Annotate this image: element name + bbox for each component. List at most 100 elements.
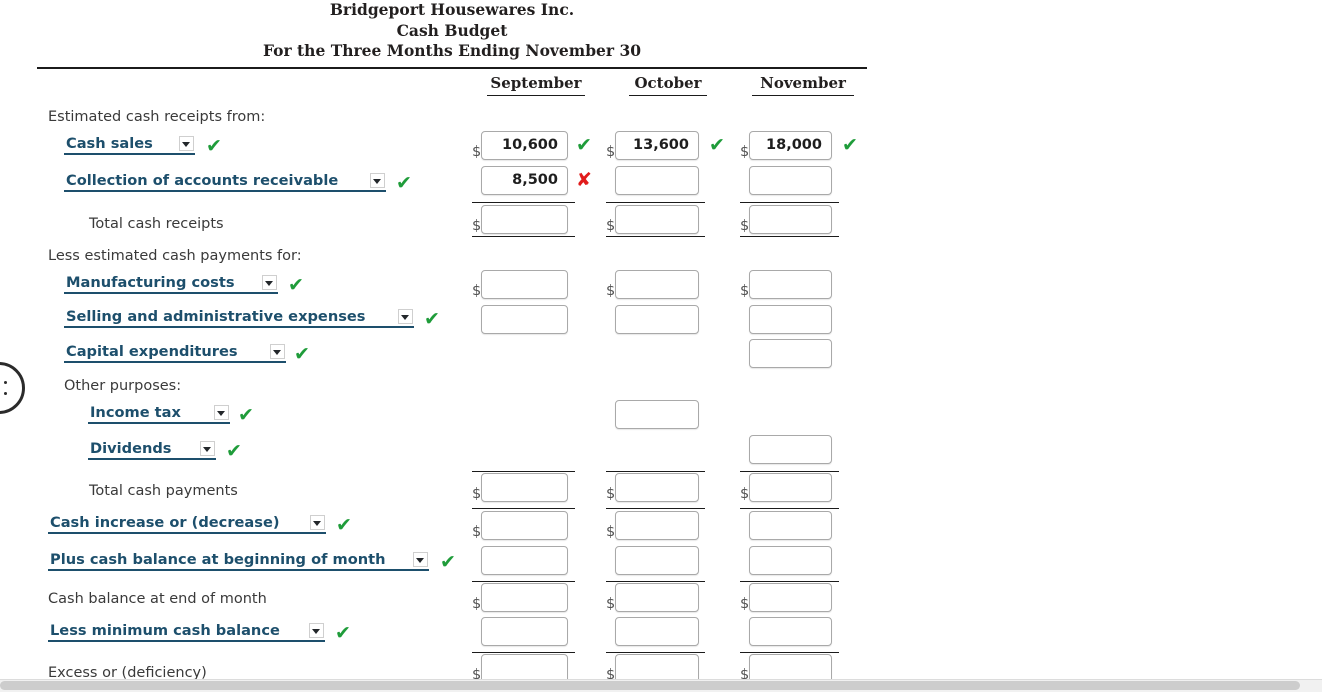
payments-subtotal-rule-september — [472, 471, 575, 472]
input-excess-deficiency-october[interactable] — [615, 654, 699, 683]
input-income-tax-october[interactable] — [615, 400, 699, 429]
input-excess-deficiency-november[interactable] — [749, 654, 832, 683]
input-capital-expenditures-november[interactable] — [749, 339, 832, 368]
currency-symbol: $ — [472, 144, 482, 160]
balance-rule-november — [740, 581, 839, 582]
check-icon-cash-increase-or-decrease: ✔ — [336, 514, 352, 536]
currency-symbol: $ — [740, 218, 750, 234]
chevron-down-icon[interactable] — [270, 344, 285, 359]
input-selling-admin-october[interactable] — [615, 305, 699, 334]
input-cash-increase-october[interactable] — [615, 511, 699, 540]
dropdown-plus-cash-balance-beginning[interactable]: Plus cash balance at beginning of month — [48, 550, 429, 571]
input-plus-cash-balance-september[interactable] — [481, 546, 568, 575]
currency-symbol: $ — [740, 283, 750, 299]
input-total-cash-payments-october[interactable] — [615, 473, 699, 502]
dropdown-cash-sales-value: Cash sales — [66, 135, 153, 152]
input-less-minimum-cash-balance-november[interactable] — [749, 617, 832, 646]
balance-rule-october — [606, 581, 705, 582]
currency-symbol: $ — [606, 144, 616, 160]
label-less-estimated-cash-payments: Less estimated cash payments for: — [48, 248, 302, 264]
input-cash-balance-end-november[interactable] — [749, 583, 832, 612]
input-collection-ar-september[interactable]: 8,500 — [481, 166, 568, 195]
input-less-minimum-cash-balance-september[interactable] — [481, 617, 568, 646]
currency-symbol: $ — [740, 486, 750, 502]
input-total-cash-payments-september[interactable] — [481, 473, 568, 502]
check-icon-capital-expenditures: ✔ — [294, 343, 310, 365]
input-total-cash-receipts-september[interactable] — [481, 205, 568, 234]
chevron-down-icon[interactable] — [200, 441, 215, 456]
currency-symbol: $ — [740, 596, 750, 612]
subtotal-rule-november — [740, 202, 839, 203]
input-cash-sales-october[interactable]: 13,600 — [615, 131, 699, 160]
column-header-september: September — [487, 74, 585, 96]
input-selling-admin-september[interactable] — [481, 305, 568, 334]
dropdown-collection-of-accounts-receivable[interactable]: Collection of accounts receivable — [64, 171, 386, 192]
dropdown-less-minimum-cash-balance[interactable]: Less minimum cash balance — [48, 621, 325, 642]
input-manufacturing-costs-september[interactable] — [481, 270, 568, 299]
input-total-cash-payments-november[interactable] — [749, 473, 832, 502]
subtotal-rule-september — [472, 202, 575, 203]
input-total-cash-receipts-october[interactable] — [615, 205, 699, 234]
check-icon-cash-sales-november: ✔ — [842, 134, 858, 156]
dropdown-income-tax-value: Income tax — [90, 404, 181, 421]
check-icon-cash-sales: ✔ — [206, 135, 222, 157]
chevron-down-icon[interactable] — [370, 173, 385, 188]
dropdown-capital-expenditures-value: Capital expenditures — [66, 343, 238, 360]
horizontal-scrollbar[interactable] — [0, 679, 1322, 692]
input-dividends-november[interactable] — [749, 435, 832, 464]
input-cash-balance-end-september[interactable] — [481, 583, 568, 612]
chevron-down-icon[interactable] — [262, 275, 277, 290]
input-less-minimum-cash-balance-october[interactable] — [615, 617, 699, 646]
input-cash-increase-september[interactable] — [481, 511, 568, 540]
chevron-down-icon[interactable] — [398, 309, 413, 324]
company-name: Bridgeport Housewares Inc. — [329, 0, 575, 19]
dropdown-less-minimum-cash-balance-value: Less minimum cash balance — [50, 622, 280, 639]
input-excess-deficiency-september[interactable] — [481, 654, 568, 683]
input-cash-increase-november[interactable] — [749, 511, 832, 540]
chevron-down-icon[interactable] — [413, 552, 428, 567]
chevron-down-icon[interactable] — [179, 136, 194, 151]
dropdown-dividends[interactable]: Dividends — [88, 439, 216, 460]
dropdown-cash-sales[interactable]: Cash sales — [64, 134, 195, 155]
label-estimated-cash-receipts: Estimated cash receipts from: — [48, 109, 266, 125]
input-selling-admin-november[interactable] — [749, 305, 832, 334]
chevron-down-icon[interactable] — [310, 515, 325, 530]
subtotal-rule-september-2 — [472, 236, 575, 237]
payments-total-rule-september — [472, 508, 575, 509]
input-collection-ar-october[interactable] — [615, 166, 699, 195]
chevron-down-icon[interactable] — [214, 405, 229, 420]
label-other-purposes: Other purposes: — [64, 378, 182, 394]
dropdown-plus-cash-balance-beginning-value: Plus cash balance at beginning of month — [50, 551, 386, 568]
dropdown-income-tax[interactable]: Income tax — [88, 403, 230, 424]
edge-drag-handle[interactable] — [0, 362, 25, 414]
input-collection-ar-november[interactable] — [749, 166, 832, 195]
chevron-down-icon[interactable] — [309, 623, 324, 638]
statement-name: Cash Budget — [396, 20, 508, 40]
excess-rule-september — [472, 652, 575, 653]
dropdown-selling-and-administrative-expenses[interactable]: Selling and administrative expenses — [64, 307, 414, 328]
label-total-cash-receipts: Total cash receipts — [89, 216, 224, 232]
input-cash-sales-september[interactable]: 10,600 — [481, 131, 568, 160]
dropdown-manufacturing-costs-value: Manufacturing costs — [66, 274, 235, 291]
subtotal-rule-november-2 — [740, 236, 839, 237]
currency-symbol: $ — [472, 524, 482, 540]
cross-icon-collection-ar-september: ✘ — [576, 169, 592, 191]
scrollbar-thumb[interactable] — [0, 681, 1300, 690]
dropdown-capital-expenditures[interactable]: Capital expenditures — [64, 342, 286, 363]
input-total-cash-receipts-november[interactable] — [749, 205, 832, 234]
input-manufacturing-costs-october[interactable] — [615, 270, 699, 299]
input-cash-sales-november[interactable]: 18,000 — [749, 131, 832, 160]
payments-total-rule-november — [740, 508, 839, 509]
input-manufacturing-costs-november[interactable] — [749, 270, 832, 299]
currency-symbol: $ — [472, 218, 482, 234]
excess-rule-october — [606, 652, 705, 653]
dropdown-cash-increase-or-decrease[interactable]: Cash increase or (decrease) — [48, 513, 326, 534]
dropdown-manufacturing-costs[interactable]: Manufacturing costs — [64, 273, 278, 294]
input-plus-cash-balance-november[interactable] — [749, 546, 832, 575]
dropdown-cash-increase-or-decrease-value: Cash increase or (decrease) — [50, 514, 280, 531]
input-cash-balance-end-october[interactable] — [615, 583, 699, 612]
check-icon-plus-cash-balance-beginning: ✔ — [440, 551, 456, 573]
subtotal-rule-october — [606, 202, 705, 203]
input-plus-cash-balance-october[interactable] — [615, 546, 699, 575]
